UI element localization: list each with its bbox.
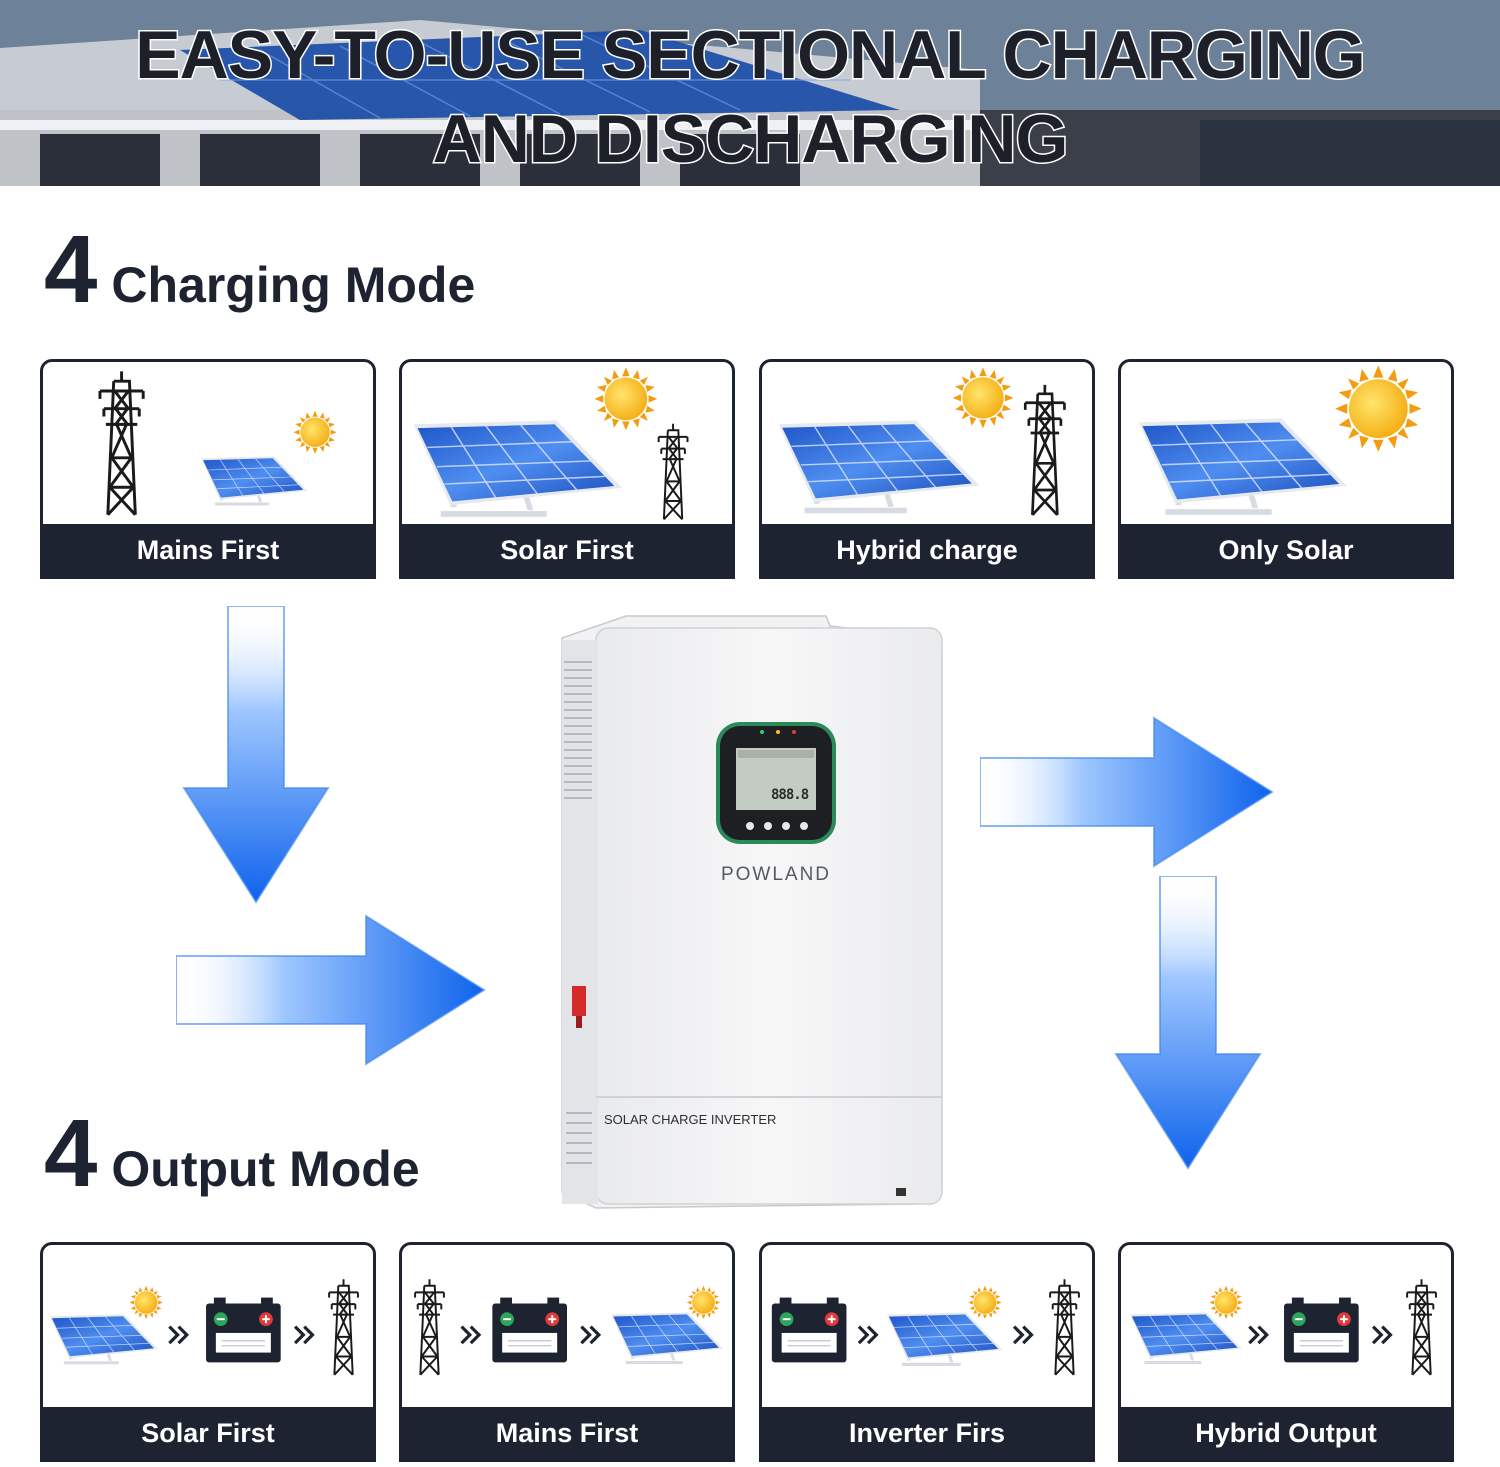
header-banner: EASY-TO-USE SECTIONAL CHARGING AND DISCH… xyxy=(0,0,1500,186)
sun-icon xyxy=(293,410,337,454)
chevrons-right-icon xyxy=(1012,1325,1034,1345)
sun-icon xyxy=(594,367,658,431)
solar-panel-icon xyxy=(777,419,980,514)
chevrons-right-icon xyxy=(1371,1325,1393,1345)
power-tower-icon xyxy=(1049,1278,1080,1376)
brand-logo: POWLAND xyxy=(720,864,832,885)
chevrons-right-icon xyxy=(293,1325,315,1345)
solar-inverter-device: 888.8 POWLAND SOLAR CHARGE INVERTER xyxy=(556,612,948,1212)
charging-mode-card-mains-first[interactable]: Mains First xyxy=(40,359,376,579)
power-tower-icon xyxy=(1406,1278,1437,1376)
mains-first-illustration xyxy=(98,369,337,517)
power-tower-icon xyxy=(328,1278,359,1376)
hybrid-charge-illustration xyxy=(777,367,1066,517)
mode-label: Solar First xyxy=(43,1407,373,1459)
battery-icon xyxy=(491,1296,568,1364)
sun-icon xyxy=(968,1285,1002,1320)
chevrons-right-icon xyxy=(167,1325,189,1345)
output-mode-card-hybrid-output[interactable]: Hybrid Output xyxy=(1118,1242,1454,1462)
output-hybrid-illustration xyxy=(1129,1278,1437,1376)
output-solar-first-illustration xyxy=(49,1278,359,1376)
battery-icon xyxy=(771,1296,848,1364)
mode-label: Hybrid Output xyxy=(1121,1407,1451,1459)
solar-panel-icon xyxy=(413,419,623,518)
solar-panel-icon xyxy=(49,1313,159,1365)
sun-icon xyxy=(952,367,1014,429)
inverter-body xyxy=(561,615,943,1209)
arrow-right-into-inverter-icon xyxy=(176,914,486,1066)
charging-mode-label: Charging Mode xyxy=(111,257,476,313)
sun-icon xyxy=(129,1285,163,1320)
power-tower-icon xyxy=(657,422,689,521)
power-tower-icon xyxy=(98,369,145,517)
house-solar-roof-image xyxy=(0,0,1500,186)
mode-label: Inverter Firs xyxy=(762,1407,1092,1459)
mode-label: Only Solar xyxy=(1121,524,1451,576)
solar-panel-icon xyxy=(200,455,308,506)
output-mode-count: 4 xyxy=(44,1100,98,1207)
solar-panel-icon xyxy=(1129,1311,1243,1365)
battery-icon xyxy=(205,1296,282,1364)
solar-panel-icon xyxy=(1137,417,1348,516)
battery-icon xyxy=(1283,1296,1360,1364)
solar-panel-icon xyxy=(886,1311,1003,1367)
lcd-display-digits: 888.8 xyxy=(771,787,809,803)
output-inverter-first-illustration xyxy=(771,1278,1080,1376)
sun-icon xyxy=(1335,365,1422,452)
mode-label: Mains First xyxy=(402,1407,732,1459)
chevrons-right-icon xyxy=(459,1325,481,1345)
power-tower-icon xyxy=(1023,383,1066,517)
chevrons-right-icon xyxy=(579,1325,601,1345)
mode-label: Hybrid charge xyxy=(762,524,1092,576)
mode-label: Solar First xyxy=(402,524,732,576)
output-mode-card-mains-first[interactable]: Mains First xyxy=(399,1242,735,1462)
solar-first-illustration xyxy=(413,367,689,521)
model-label: SOLAR CHARGE INVERTER xyxy=(604,1112,777,1127)
charging-mode-count: 4 xyxy=(44,216,98,323)
sun-icon xyxy=(686,1285,721,1320)
charging-mode-card-solar-first[interactable]: Solar First xyxy=(399,359,735,579)
arrow-right-out-of-inverter-icon xyxy=(980,716,1274,868)
banner-title-line-2: AND DISCHARGING xyxy=(431,100,1070,179)
chevrons-right-icon xyxy=(857,1325,878,1345)
output-mode-label: Output Mode xyxy=(111,1141,420,1197)
mode-label: Mains First xyxy=(43,524,373,576)
output-mains-first-illustration xyxy=(414,1278,724,1376)
banner-title-line-1: EASY-TO-USE SECTIONAL CHARGING xyxy=(134,16,1367,95)
only-solar-illustration xyxy=(1137,365,1422,516)
output-mode-card-inverter-first[interactable]: Inverter Firs xyxy=(759,1242,1095,1462)
arrow-down-right-icon xyxy=(1114,876,1262,1170)
output-mode-card-solar-first[interactable]: Solar First xyxy=(40,1242,376,1462)
sun-icon xyxy=(1209,1285,1243,1320)
arrow-down-left-icon xyxy=(182,606,330,904)
charging-mode-card-hybrid-charge[interactable]: Hybrid charge xyxy=(759,359,1095,579)
chevrons-right-icon xyxy=(1247,1325,1269,1345)
charging-mode-card-only-solar[interactable]: Only Solar xyxy=(1118,359,1454,579)
power-tower-icon xyxy=(414,1278,445,1376)
solar-panel-icon xyxy=(610,1311,724,1365)
